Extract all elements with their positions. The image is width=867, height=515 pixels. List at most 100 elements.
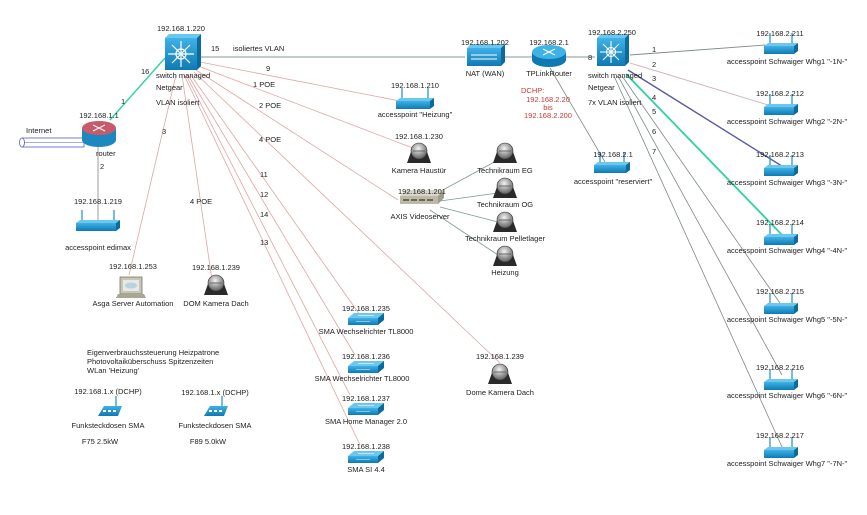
switch-main-line2: Netgear <box>156 83 183 92</box>
port-16: 16 <box>141 67 150 76</box>
link-axis-heizung <box>429 209 499 256</box>
port-2: 2 <box>100 162 105 171</box>
ap-whg7-label: accesspoint Schwaiger Whg7 "-7N-" <box>726 459 848 468</box>
port-2poe: 2 POE <box>259 101 282 110</box>
sma-wechselrichter-1-icon <box>348 313 384 325</box>
isoliertes-vlan-label: isoliertes VLAN <box>233 44 285 53</box>
ap-whg6-ip: 192.168.2.216 <box>756 363 804 372</box>
port-r3: 3 <box>652 74 657 83</box>
cam-technikraum-pelletlager-icon <box>493 211 517 232</box>
ap-whg7-ip: 192.168.2.217 <box>756 431 804 440</box>
ap-whg5-ip: 192.168.2.215 <box>756 287 804 296</box>
port-11: 11 <box>260 170 268 179</box>
cam-technikraum-eg-icon <box>493 142 517 163</box>
kamera-haustuer-label: Kamera Haustür <box>391 166 447 175</box>
funk2-ip: 192.168.1.x (DCHP) <box>181 388 249 397</box>
ap-heizung-icon <box>396 88 434 109</box>
ap-whg3-ip: 192.168.2.213 <box>756 150 804 159</box>
port-r5: 5 <box>652 107 657 116</box>
link-r4 <box>625 73 786 239</box>
ap-whg3-icon <box>764 155 798 176</box>
link-port11-sma235 <box>189 73 361 316</box>
sma1-label: SMA Wechselrichter TL8000 <box>318 327 414 336</box>
port-14: 14 <box>260 210 269 219</box>
port-1: 1 <box>121 97 126 106</box>
ap-edimax-ip: 192.168.1.219 <box>74 197 122 206</box>
funk1-sub: F75 2.5kW <box>81 437 119 446</box>
nat-wan-icon <box>467 44 505 66</box>
note-line2: Photovoltaiküberschuss Spitzenzeiten <box>87 357 214 366</box>
port-r6: 6 <box>652 127 657 136</box>
link-port3-asga <box>128 74 177 276</box>
dom-kamera-label: DOM Kamera Dach <box>183 299 249 308</box>
tplink-router-icon <box>532 45 566 67</box>
axis-label: AXIS Videoserver <box>390 212 450 221</box>
switch-managed-2-icon <box>597 34 629 66</box>
link-4poe-dom <box>181 74 213 281</box>
link-port13-sma238 <box>183 74 361 446</box>
port-13: 13 <box>260 238 269 247</box>
link-1poe-kamera-haustuer <box>197 65 419 151</box>
link-axis-og <box>439 192 499 202</box>
link-port14-sma237 <box>185 74 351 396</box>
switch2-ip: 192.168.2.250 <box>588 28 636 37</box>
port-4poe: 4 POE <box>259 135 282 144</box>
ap-whg3-label: accesspoint Schwaiger Whg3 "-3N-" <box>726 178 848 187</box>
ap-whg7-icon <box>764 437 798 458</box>
sma3-label: SMA Home Manager 2.0 <box>324 417 408 426</box>
tplink-label: TPLinkRouter <box>526 69 572 78</box>
internet-label: Internet <box>26 126 52 135</box>
sma-home-manager-icon <box>348 403 384 415</box>
switch-main-line1: switch managed <box>156 71 211 80</box>
ap-heizung-ip: 192.168.1.210 <box>391 81 439 90</box>
nat-label: NAT (WAN) <box>465 69 505 78</box>
funk1-ip: 192.168.1.x (DCHP) <box>74 387 142 396</box>
internet-cloud-pipe <box>19 137 85 148</box>
link-port9-ap-heizung <box>199 61 406 103</box>
cam-eg-label: Technikraum EG <box>477 166 533 175</box>
dome-kamera-ip: 192.168.1.239 <box>476 352 524 361</box>
funksteckdose-2-icon <box>204 396 228 416</box>
funk1-label: Funksteckdosen SMA <box>71 421 145 430</box>
link-r2 <box>629 62 779 109</box>
switch2-line1: switch managed <box>588 71 643 80</box>
port-8: 8 <box>588 53 593 62</box>
dhcp-label: DCHP: <box>521 86 545 95</box>
link-r6 <box>617 75 783 376</box>
port-9: 9 <box>266 64 271 73</box>
sma4-label: SMA SI 4.4 <box>347 465 385 474</box>
ap-whg6-icon <box>764 369 798 390</box>
sma-si-icon <box>348 451 384 463</box>
nat-ip: 192.168.1.202 <box>461 38 509 47</box>
dhcp-end: 192.168.2.200 <box>524 111 572 120</box>
cam-technikraum-og-icon <box>493 177 517 198</box>
ap-whg2-label: accesspoint Schwaiger Whg2 "-2N-" <box>726 117 848 126</box>
ap-whg5-label: accesspoint Schwaiger Whg5 "-5N-" <box>726 315 848 324</box>
ap-whg4-icon <box>764 224 798 245</box>
dom-kamera-dach-icon <box>204 274 228 295</box>
port-r7: 7 <box>652 147 657 156</box>
sma2-label: SMA Wechselrichter TL8000 <box>314 374 410 383</box>
link-port12-sma236 <box>187 74 356 356</box>
ap-whg2-icon <box>764 94 798 115</box>
link-r3 <box>627 69 786 169</box>
ap-whg4-ip: 192.168.2.214 <box>756 218 804 227</box>
ap-reserviert-icon <box>594 152 630 173</box>
sma2-ip: 192.168.1.236 <box>342 352 390 361</box>
switch-main-line3: VLAN isoliert <box>156 98 200 107</box>
ap-whg6-label: accesspoint Schwaiger Whg6 "-6N-" <box>726 391 848 400</box>
ap-edimax-icon <box>76 210 120 231</box>
sma4-ip: 192.168.1.238 <box>342 442 390 451</box>
cam-pellet-label: Technikraum Pelletlager <box>464 234 546 243</box>
router-ip: 192.168.1.1 <box>79 111 119 120</box>
port-3: 3 <box>162 127 167 136</box>
ap-whg1-icon <box>764 33 798 54</box>
ap-whg2-ip: 192.168.2.212 <box>756 89 804 98</box>
sma3-ip: 192.168.1.237 <box>342 394 390 403</box>
switch-managed-icon <box>165 34 201 70</box>
switch-main-ip: 192.168.1.220 <box>157 24 205 33</box>
sma-wechselrichter-2-icon <box>348 361 384 373</box>
port-4poe-b: 4 POE <box>190 197 213 206</box>
switch2-line2: Netgear <box>588 83 615 92</box>
dom-kamera-ip: 192.168.1.239 <box>192 263 240 272</box>
